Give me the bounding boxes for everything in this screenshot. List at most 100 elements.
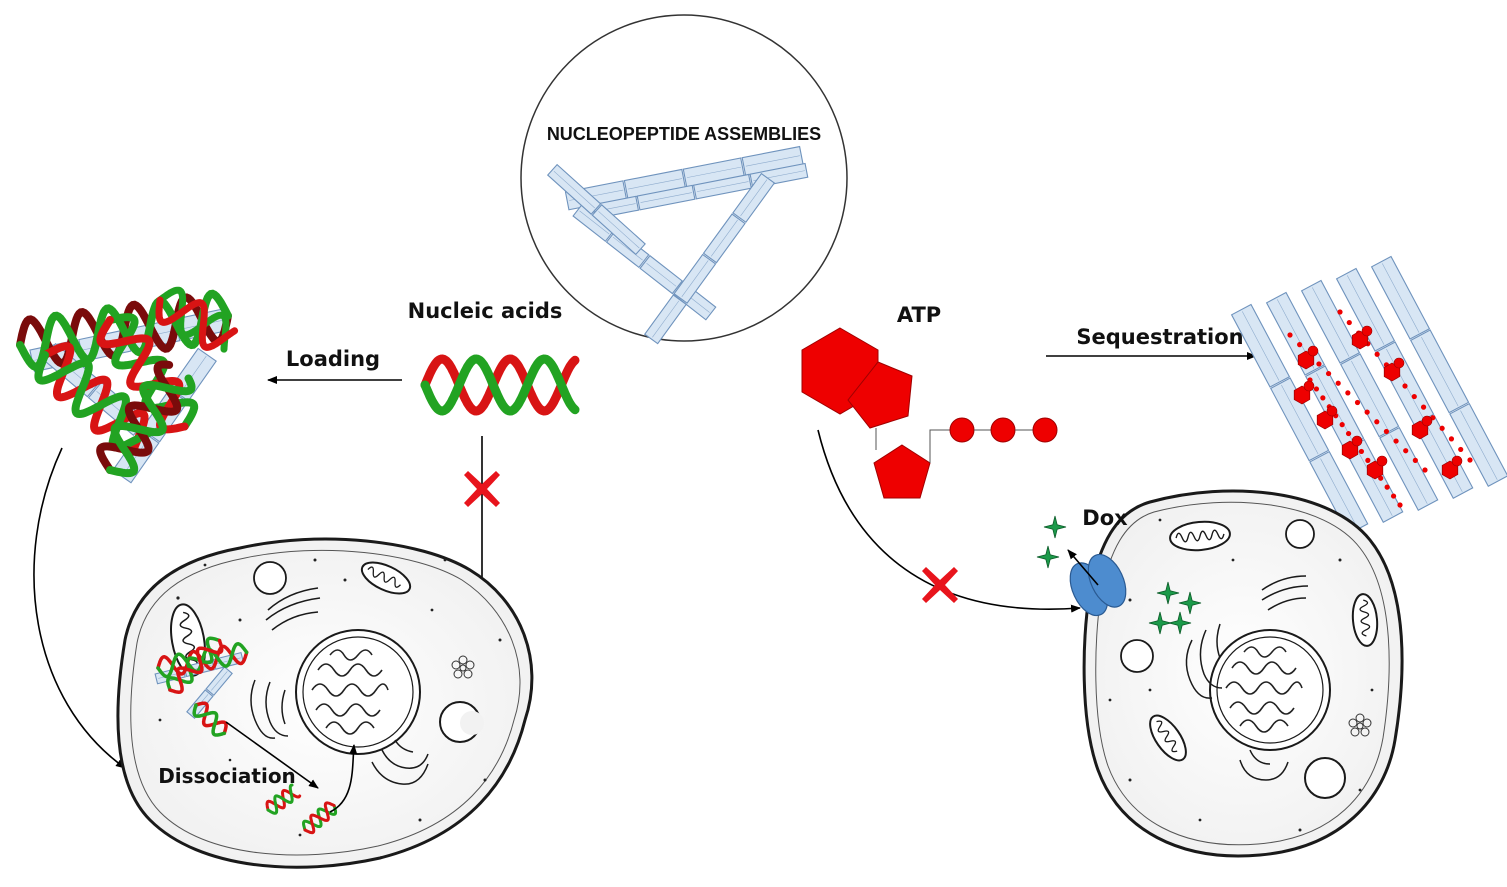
phosphate-bead [1411,393,1417,400]
right-golgi [1261,575,1309,611]
loading-label: Loading [286,347,380,371]
left-endoplasmic-reticulum [250,679,429,785]
dissociation-arrow [225,721,319,789]
phosphate-3 [1032,417,1058,443]
double-helix [192,701,228,737]
double-helix [34,342,155,456]
dna-loaded-assembly [16,286,239,484]
double-helix [16,289,232,372]
double-helix [420,354,580,416]
left-mitochondrion-2 [360,561,412,595]
double-helix [166,636,224,694]
fiber-segment [1335,267,1474,499]
atp-pentagon-1 [847,361,913,429]
right-vesicle-3 [1304,757,1346,799]
dox-molecules [1036,515,1202,635]
nucleic-acids-label: Nucleic acids [408,299,563,323]
phosphate-bead [1390,493,1397,499]
right-endoplasmic-reticulum [1185,623,1289,781]
phosphate-bead [1316,361,1322,367]
phosphate-bead [1287,332,1293,338]
fiber-segment [546,163,646,256]
phosphate-bead [1337,309,1343,315]
nucleopeptide-assemblies-panel: NUCLEOPEPTIDE ASSEMBLIES [520,14,848,345]
left-centriole [451,655,475,679]
released-dna-fragments [265,783,338,835]
fiber-segment [1370,255,1507,487]
phosphate-bead [1412,457,1418,463]
atp-sequestered-bundle [1230,255,1507,535]
x-mark-icon [922,567,958,603]
right-nucleus [1209,629,1331,751]
phosphate-bead [1335,380,1341,386]
right-cell: Dox [1036,489,1404,858]
phosphate-bead [1364,409,1370,415]
phosphate-bead [1345,430,1352,437]
phosphate-bead [1325,370,1332,377]
phosphate-1 [949,417,975,443]
double-helix [155,286,239,353]
internalized-dna-complex [154,636,249,737]
right-mitochondrion [1169,520,1231,552]
four-point-star-icon [1148,611,1172,635]
center-title: NUCLEOPEPTIDE ASSEMBLIES [547,124,821,144]
right-cytoplasm-dots [1108,518,1374,832]
left-cell: Dissociation [116,537,534,869]
x-mark-icon [464,471,500,507]
phosphate-2 [990,417,1016,443]
phosphate-bead [1383,428,1390,435]
right-centriole [1348,713,1372,737]
phosphate-bead [1297,342,1303,348]
four-point-star-icon [1043,515,1067,539]
fiber-segment [1300,279,1439,511]
fiber-segment [1230,303,1369,535]
phosphate-bead [1345,390,1351,396]
phosphate-bead [1358,448,1365,455]
right-mitochondrion-3 [1149,714,1187,762]
phosphate-bead [1467,457,1473,463]
sequestration-label: Sequestration [1076,325,1243,349]
left-vesicle [253,561,287,595]
right-vesicle [1285,519,1315,549]
left-nucleus [295,629,421,755]
right-vesicle-2 [1120,639,1154,673]
atp-blocked-arrow [817,429,1081,613]
right-mitochondrion-2 [1351,593,1379,647]
membrane-channel-icon [1069,553,1127,617]
four-point-star-icon [1168,611,1192,635]
atp-ribose-pentagon [873,444,931,499]
phosphate-bead [1458,446,1464,453]
fiber-segment [643,172,776,345]
phosphate-bead [1365,457,1371,463]
uptake-arrow [33,447,126,769]
phosphate-bead [1320,395,1326,401]
atp-molecule [801,327,1058,499]
phosphate-bead [1393,438,1399,444]
four-point-star-icon [1178,591,1202,615]
double-helix [96,360,196,478]
nuclear-entry-arrow [329,744,358,813]
phosphate-bead [1403,448,1409,454]
dox-label: Dox [1082,506,1128,530]
atp-label: ATP [897,303,941,327]
dna-helix [420,354,580,416]
phosphate-bead [1402,383,1408,389]
phosphate-bead [1346,319,1352,326]
phosphate-bead [1448,436,1455,442]
phosphate-bead [1439,425,1445,431]
four-point-star-icon [1156,581,1180,605]
left-vesicle-3 [460,711,484,735]
double-helix [265,783,302,815]
phosphate-bead [1378,475,1384,481]
phosphate-bead [1354,399,1361,406]
phosphate-bead [1422,467,1428,473]
fiber-triangle [546,145,809,345]
dissociation-label: Dissociation [158,764,296,788]
phosphate-bead [1374,419,1380,425]
phosphate-bead [1384,484,1390,490]
phosphate-bead [1374,351,1380,357]
phosphate-bead [1339,422,1345,428]
double-helix [302,801,338,835]
phosphate-bead [1313,386,1320,392]
